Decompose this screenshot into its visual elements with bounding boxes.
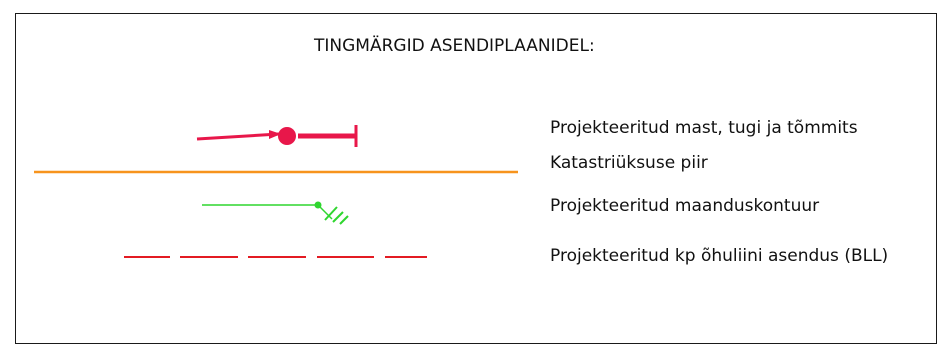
mast-support-guy-symbol [196, 125, 358, 147]
legend-title: TINGMÄRGID ASENDIPLAANIDEL: [314, 36, 595, 56]
legend-item-mast-label: Projekteeritud mast, tugi ja tõmmits [550, 118, 858, 138]
grounding-contour-symbol [202, 201, 349, 225]
legend-item-overhead-line-label: Projekteeritud kp õhuliini asendus (BLL) [550, 246, 889, 266]
legend-item-cadastral-label: Katastriüksuse piir [550, 153, 708, 173]
legend-item-grounding-label: Projekteeritud maanduskontuur [550, 196, 820, 216]
legend-frame [15, 13, 937, 344]
